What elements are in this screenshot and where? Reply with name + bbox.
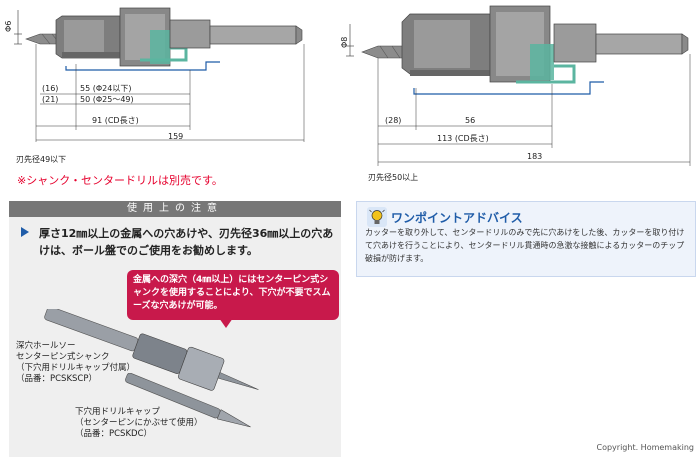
left-dim-91: 91 (CD長さ)	[92, 116, 139, 125]
left-dim-21: (21)	[42, 95, 59, 104]
left-shank-dia-label: Φ6	[4, 20, 13, 32]
right-dim-28: (28)	[385, 116, 402, 125]
left-dim-50: 50 (Φ25～49)	[80, 95, 134, 104]
left-dim-159: 159	[168, 132, 184, 141]
bullet-triangle-icon	[21, 227, 29, 237]
right-dim-113: 113 (CD長さ)	[437, 134, 489, 143]
copyright-text: Copyright. Homemaking	[596, 443, 695, 452]
lightbulb-icon	[367, 207, 387, 227]
shank-label: 深穴ホールソー センターピン式シャンク （下穴用ドリルキャップ付属） （品番：P…	[16, 341, 136, 384]
info-bubble-tail	[219, 318, 233, 328]
right-dim-56: 56	[465, 116, 476, 125]
advice-title: ワンポイントアドバイス	[391, 211, 523, 225]
right-caption: 刃先径50以上	[368, 173, 419, 182]
caution-text: 厚さ12㎜以上の金属への穴あけや、刃先径36㎜以上の穴あけは、ボール盤でのご使用…	[39, 227, 334, 257]
drill-cap-illustration	[125, 373, 251, 428]
left-dim-55: 55 (Φ24以下)	[80, 84, 132, 93]
left-tool-drawing	[14, 7, 305, 142]
advice-panel: ワンポイントアドバイス カッターを取り外して、センタードリルのみで先に穴あけをし…	[356, 201, 696, 277]
right-dim-183: 183	[527, 152, 543, 161]
right-shank-dia-label: Φ8	[340, 36, 349, 48]
drill-cap-label: 下穴用ドリルキャップ （センターピンにかぶせて使用） （品番：PCSKDC）	[75, 407, 203, 439]
caution-panel: 使用上の注意 厚さ12㎜以上の金属への穴あけや、刃先径36㎜以上の穴あけは、ボー…	[9, 201, 341, 457]
centerpin-shank-illustration	[44, 309, 259, 391]
right-tool-drawing	[346, 5, 691, 166]
caution-header: 使用上の注意	[9, 201, 341, 217]
advice-text: カッターを取り外して、センタードリルのみで先に穴あけをした後、カッターを取り付け…	[365, 228, 685, 263]
left-caption: 刃先径49以下	[16, 155, 67, 164]
left-dim-16: (16)	[42, 84, 59, 93]
info-bubble: 金属への深穴（4㎜以上）にはセンターピン式シャンクを使用することにより、下穴が不…	[127, 270, 339, 320]
sold-separately-note: ※シャンク・センタードリルは別売です。	[17, 174, 223, 187]
